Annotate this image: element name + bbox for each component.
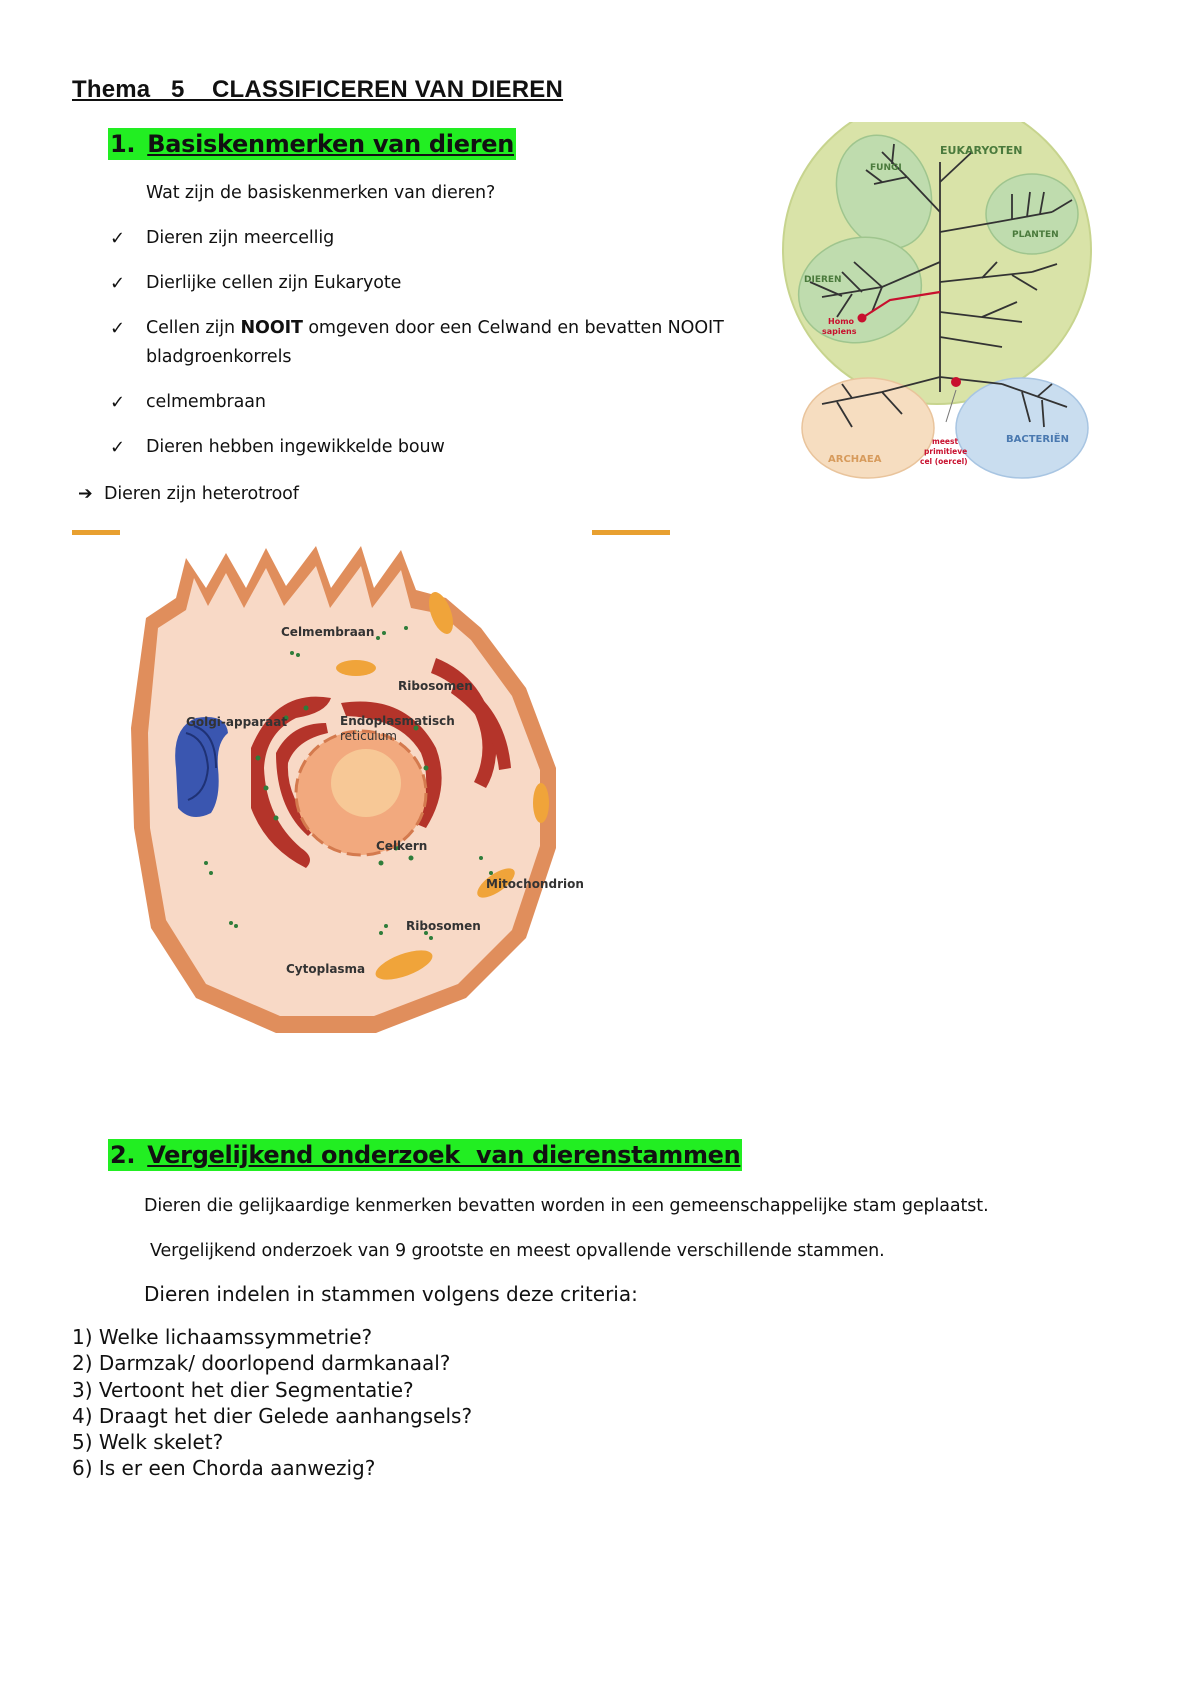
section-2-number: 2. <box>108 1139 136 1171</box>
label-bacterien: BACTERIËN <box>1006 431 1069 445</box>
section-2-title: Vergelijkend onderzoek van dierenstammen <box>147 1141 741 1169</box>
label-primitieve: primitieve <box>924 447 967 456</box>
checkmark-icon: ✓ <box>110 392 125 413</box>
label-er-2: reticulum <box>340 729 397 743</box>
label-ribosomen-bottom: Ribosomen <box>406 919 481 933</box>
nucleolus <box>331 749 401 817</box>
homo-sapiens-dot <box>857 313 867 323</box>
section-1-question: Wat zijn de basiskenmerken van dieren? <box>146 183 496 203</box>
checklist-item: ✓ Cellen zijn NOOIT omgeven door een Cel… <box>110 314 724 372</box>
arrow-right-icon: ➔ <box>78 484 93 504</box>
tree-of-life-diagram: EUKARYOTEN FUNGI PLANTEN DIEREN Homo sap… <box>782 122 1092 479</box>
criteria-item: 3) Vertoont het dier Segmentatie? <box>72 1377 414 1402</box>
checkmark-icon: ✓ <box>110 437 125 458</box>
label-cytoplasma: Cytoplasma <box>286 962 365 976</box>
homo-sapiens-branch <box>861 290 941 319</box>
label-eukaryoten: EUKARYOTEN <box>940 144 1023 157</box>
criteria-list: 1) Welke lichaamssymmetrie? 2) Darmzak/ … <box>72 1324 472 1482</box>
orange-divider-left <box>72 530 120 535</box>
checklist-item: ✓ Dierlijke cellen zijn Eukaryote <box>110 269 724 298</box>
section-2-paragraph-1: Dieren die gelijkaardige kenmerken bevat… <box>144 1196 989 1216</box>
criteria-item: 1) Welke lichaamssymmetrie? <box>72 1325 373 1349</box>
label-celmembraan: Celmembraan <box>281 625 374 639</box>
planten-ellipse <box>985 173 1079 255</box>
checklist-item: ✓ Dieren hebben ingewikkelde bouw <box>110 433 724 462</box>
conclusion-text: Dieren zijn heterotroof <box>104 484 299 504</box>
label-ribosomen-top: Ribosomen <box>398 679 473 693</box>
checkmark-icon: ✓ <box>110 273 125 294</box>
section-1-heading: 1. Basiskenmerken van dieren <box>108 128 517 160</box>
tree-branches <box>809 143 1073 428</box>
label-archaea: ARCHAEA <box>828 454 882 465</box>
section-2-heading: 2. Vergelijkend onderzoek van dierenstam… <box>108 1139 743 1171</box>
label-homo: Homo <box>828 317 855 326</box>
origin-dot <box>951 377 961 387</box>
label-planten: PLANTEN <box>1012 230 1059 240</box>
ribosomes-on-er <box>255 705 429 866</box>
label-meest: meest <box>932 437 958 446</box>
checkmark-icon: ✓ <box>110 228 125 249</box>
free-ribosomes <box>204 626 493 940</box>
checklist-item: ✓ celmembraan <box>110 388 724 417</box>
basic-features-checklist: ✓ Dieren zijn meercellig ✓ Dierlijke cel… <box>110 224 724 462</box>
label-fungi: FUNGI <box>870 163 902 173</box>
criteria-item: 6) Is er een Chorda aanwezig? <box>72 1456 376 1481</box>
label-oercel: cel (oercel) <box>920 457 968 466</box>
label-mitochondrion: Mitochondrion <box>486 877 584 891</box>
animal-cell-diagram: Celmembraan Ribosomen Golgi-apparaat End… <box>131 546 584 1033</box>
label-sapiens: sapiens <box>822 327 857 336</box>
orange-divider-right <box>592 530 670 535</box>
label-celkern: Celkern <box>376 839 427 853</box>
criteria-item: 5) Welk skelet? <box>72 1430 224 1455</box>
mitochondria <box>336 592 549 980</box>
endoplasmic-reticulum <box>251 658 511 868</box>
criteria-intro: Dieren indelen in stammen volgens deze c… <box>144 1282 638 1306</box>
criteria-item: 2) Darmzak/ doorlopend darmkanaal? <box>72 1351 451 1376</box>
label-golgi: Golgi-apparaat <box>186 715 287 729</box>
section-1-number: 1. <box>108 128 136 160</box>
label-dieren: DIEREN <box>804 275 842 285</box>
checkmark-icon: ✓ <box>110 318 125 339</box>
archaea-ellipse <box>801 377 935 479</box>
section-1-title: Basiskenmerken van dieren <box>147 130 515 158</box>
conclusion-line: ➔ Dieren zijn heterotroof <box>78 484 299 504</box>
criteria-item: 4) Draagt het dier Gelede aanhangsels? <box>72 1403 473 1428</box>
golgi-apparatus <box>175 717 228 817</box>
section-2-paragraph-2: Vergelijkend onderzoek van 9 grootste en… <box>150 1241 885 1261</box>
checklist-item: ✓ Dieren zijn meercellig <box>110 224 724 253</box>
label-er-1: Endoplasmatisch <box>340 714 455 728</box>
document-title: Thema 5 CLASSIFICEREN VAN DIEREN <box>72 76 564 103</box>
origin-pointer <box>945 389 957 423</box>
fungi-ellipse <box>835 134 933 250</box>
